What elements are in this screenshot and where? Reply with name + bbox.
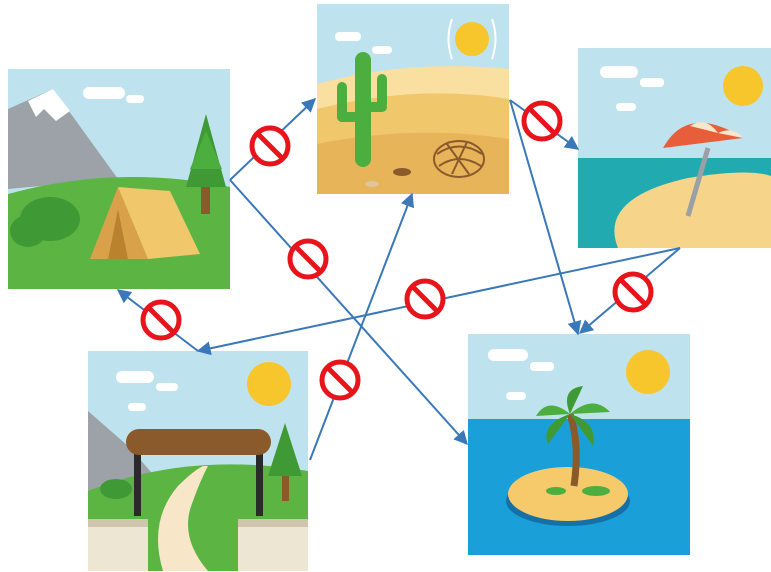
prohibited-sign-icon (524, 103, 560, 139)
prohibited-sign-icon (252, 128, 288, 164)
prohibited-sign-icon (290, 241, 326, 277)
prohibited-sign-icon (322, 362, 358, 398)
prohibited-sign-icon (407, 281, 443, 317)
prohibited-sign-icon (615, 274, 651, 310)
prohibited-sign-icon (143, 302, 179, 338)
edge-national-park-to-desert (310, 194, 412, 460)
